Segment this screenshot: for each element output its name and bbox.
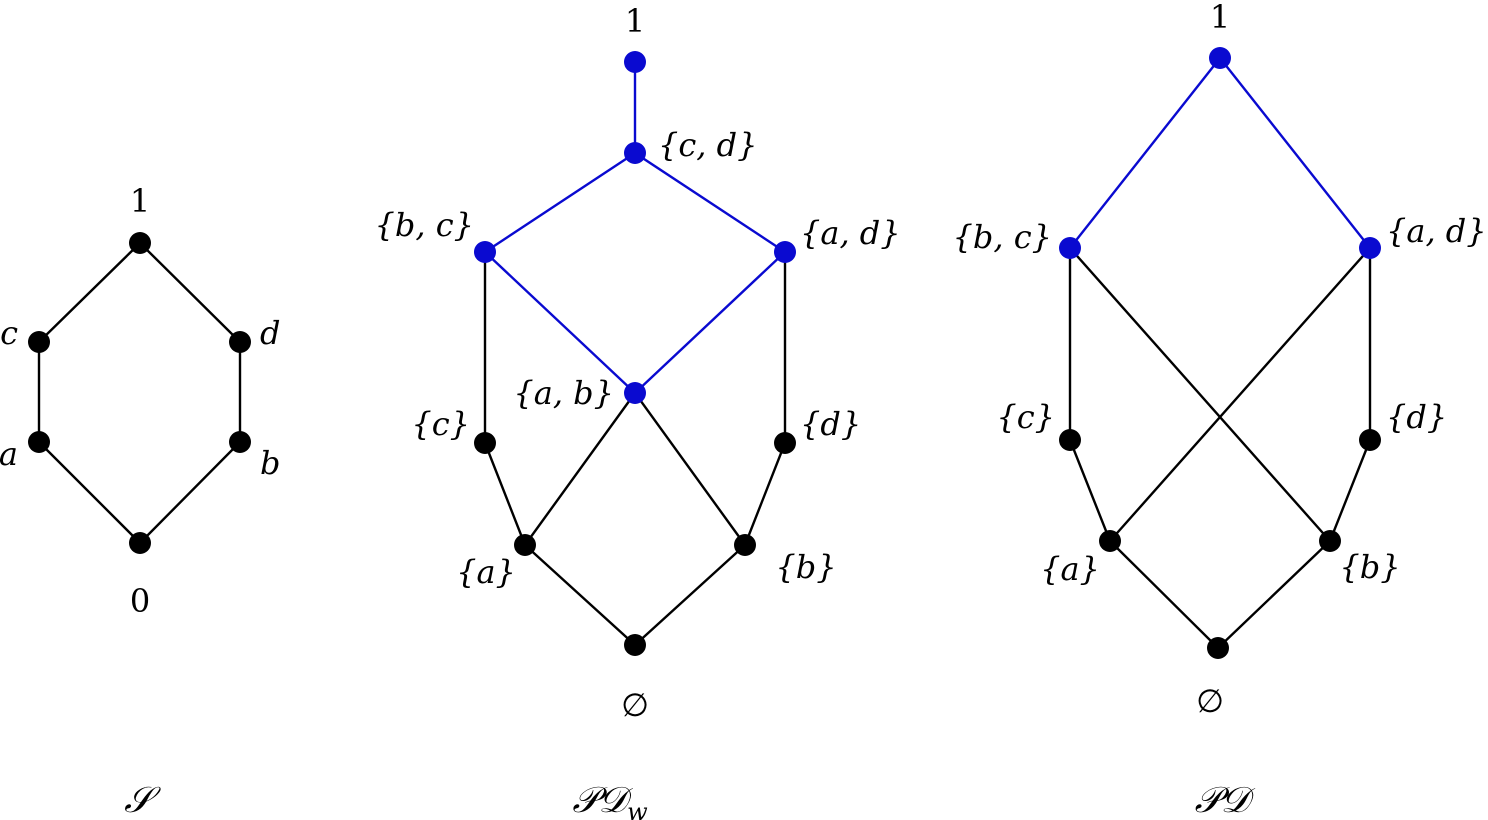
node-PDw-ab — [624, 382, 646, 404]
edge-PD-bc-b — [1068, 246, 1332, 543]
node-label-S-a: a — [0, 435, 18, 473]
node-S-c — [28, 331, 50, 353]
edge-PDw-ab-a — [523, 391, 637, 547]
caption-PD: 𝒫𝒟 — [1195, 780, 1256, 820]
node-S-bottom — [129, 532, 151, 554]
node-PD-d — [1359, 429, 1381, 451]
edge-PDw-a-empty — [523, 543, 637, 647]
node-label-PDw-top: 1 — [625, 2, 645, 40]
edge-PDw-b-empty — [633, 543, 747, 647]
edge-S-b-bottom — [138, 440, 242, 545]
edge-PD-d-b — [1328, 438, 1372, 543]
node-PDw-d — [774, 432, 796, 454]
node-S-top — [129, 232, 151, 254]
node-PDw-b — [734, 534, 756, 556]
node-PD-c — [1059, 429, 1081, 451]
node-PD-top — [1209, 47, 1231, 69]
caption-PDw: 𝒫𝒟w — [572, 780, 648, 820]
node-PDw-bc — [474, 241, 496, 263]
node-PDw-a — [514, 534, 536, 556]
node-label-PD-d: {d} — [1386, 398, 1447, 436]
node-label-S-d: d — [260, 314, 280, 352]
node-label-PDw-b: {b} — [775, 548, 836, 586]
edge-PD-c-a — [1068, 438, 1112, 543]
edge-S-a-bottom — [37, 440, 142, 545]
node-PD-a — [1099, 530, 1121, 552]
node-PDw-empty — [624, 634, 646, 656]
edge-PDw-cd-bc — [483, 151, 637, 254]
node-label-PDw-cd: {c, d} — [658, 126, 757, 164]
caption-main-PD: 𝒫𝒟 — [1195, 780, 1256, 820]
node-label-PDw-empty: ∅ — [621, 686, 649, 724]
node-S-d — [229, 331, 251, 353]
edge-PD-top-ad — [1218, 56, 1372, 250]
edge-PD-ad-a — [1108, 246, 1372, 543]
edge-PD-a-empty — [1108, 539, 1220, 650]
node-label-PDw-a: {a} — [456, 553, 516, 591]
node-PDw-top — [624, 51, 646, 73]
node-PD-b — [1319, 530, 1341, 552]
caption-main-S: 𝒮 — [124, 780, 161, 820]
labels-layer: 1 c d a b 0 1 {c, d} {b, c} {a, d} {a, b} {c} {d} {a}… — [0, 0, 1487, 724]
node-label-PD-top: 1 — [1210, 0, 1230, 36]
node-label-S-top: 1 — [130, 182, 150, 220]
node-label-PD-b: {b} — [1339, 548, 1400, 586]
node-PD-ad — [1359, 237, 1381, 259]
node-label-S-bottom: 0 — [130, 582, 150, 620]
node-label-PDw-ab: {a, b} — [513, 374, 614, 412]
edge-PD-b-empty — [1216, 539, 1332, 650]
node-PD-empty — [1207, 637, 1229, 659]
node-PD-bc — [1059, 237, 1081, 259]
node-label-PD-bc: {b, c} — [953, 218, 1052, 256]
edge-S-top-d — [138, 241, 242, 344]
edges-layer — [37, 56, 1372, 650]
edge-PDw-cd-ad — [633, 151, 787, 254]
caption-main-PDw: 𝒫𝒟 — [572, 780, 633, 820]
edge-PDw-d-b — [743, 441, 787, 547]
node-PDw-ad — [774, 241, 796, 263]
node-PDw-c — [474, 432, 496, 454]
nodes-layer — [28, 47, 1381, 659]
node-label-PD-a: {a} — [1040, 550, 1100, 588]
node-label-PDw-bc: {b, c} — [375, 206, 474, 244]
node-label-PDw-c: {c} — [411, 405, 470, 443]
node-label-S-c: c — [0, 314, 18, 352]
edge-PD-top-bc — [1068, 56, 1222, 250]
edge-PDw-ad-ab — [633, 250, 787, 395]
caption-S: 𝒮 — [124, 780, 161, 820]
node-S-a — [28, 431, 50, 453]
node-label-PD-c: {c} — [996, 398, 1055, 436]
edge-PDw-bc-ab — [483, 250, 637, 395]
node-PDw-cd — [624, 142, 646, 164]
node-label-S-b: b — [260, 444, 280, 482]
edge-PDw-ab-b — [633, 391, 747, 547]
node-label-PD-empty: ∅ — [1196, 682, 1224, 720]
node-S-b — [229, 431, 251, 453]
edge-PDw-c-a — [483, 441, 527, 547]
node-label-PDw-ad: {a, d} — [800, 214, 901, 252]
caption-sub-PDw: w — [627, 798, 648, 820]
edge-S-top-c — [37, 241, 142, 344]
node-label-PD-ad: {a, d} — [1386, 212, 1487, 250]
node-label-PDw-d: {d} — [800, 405, 861, 443]
